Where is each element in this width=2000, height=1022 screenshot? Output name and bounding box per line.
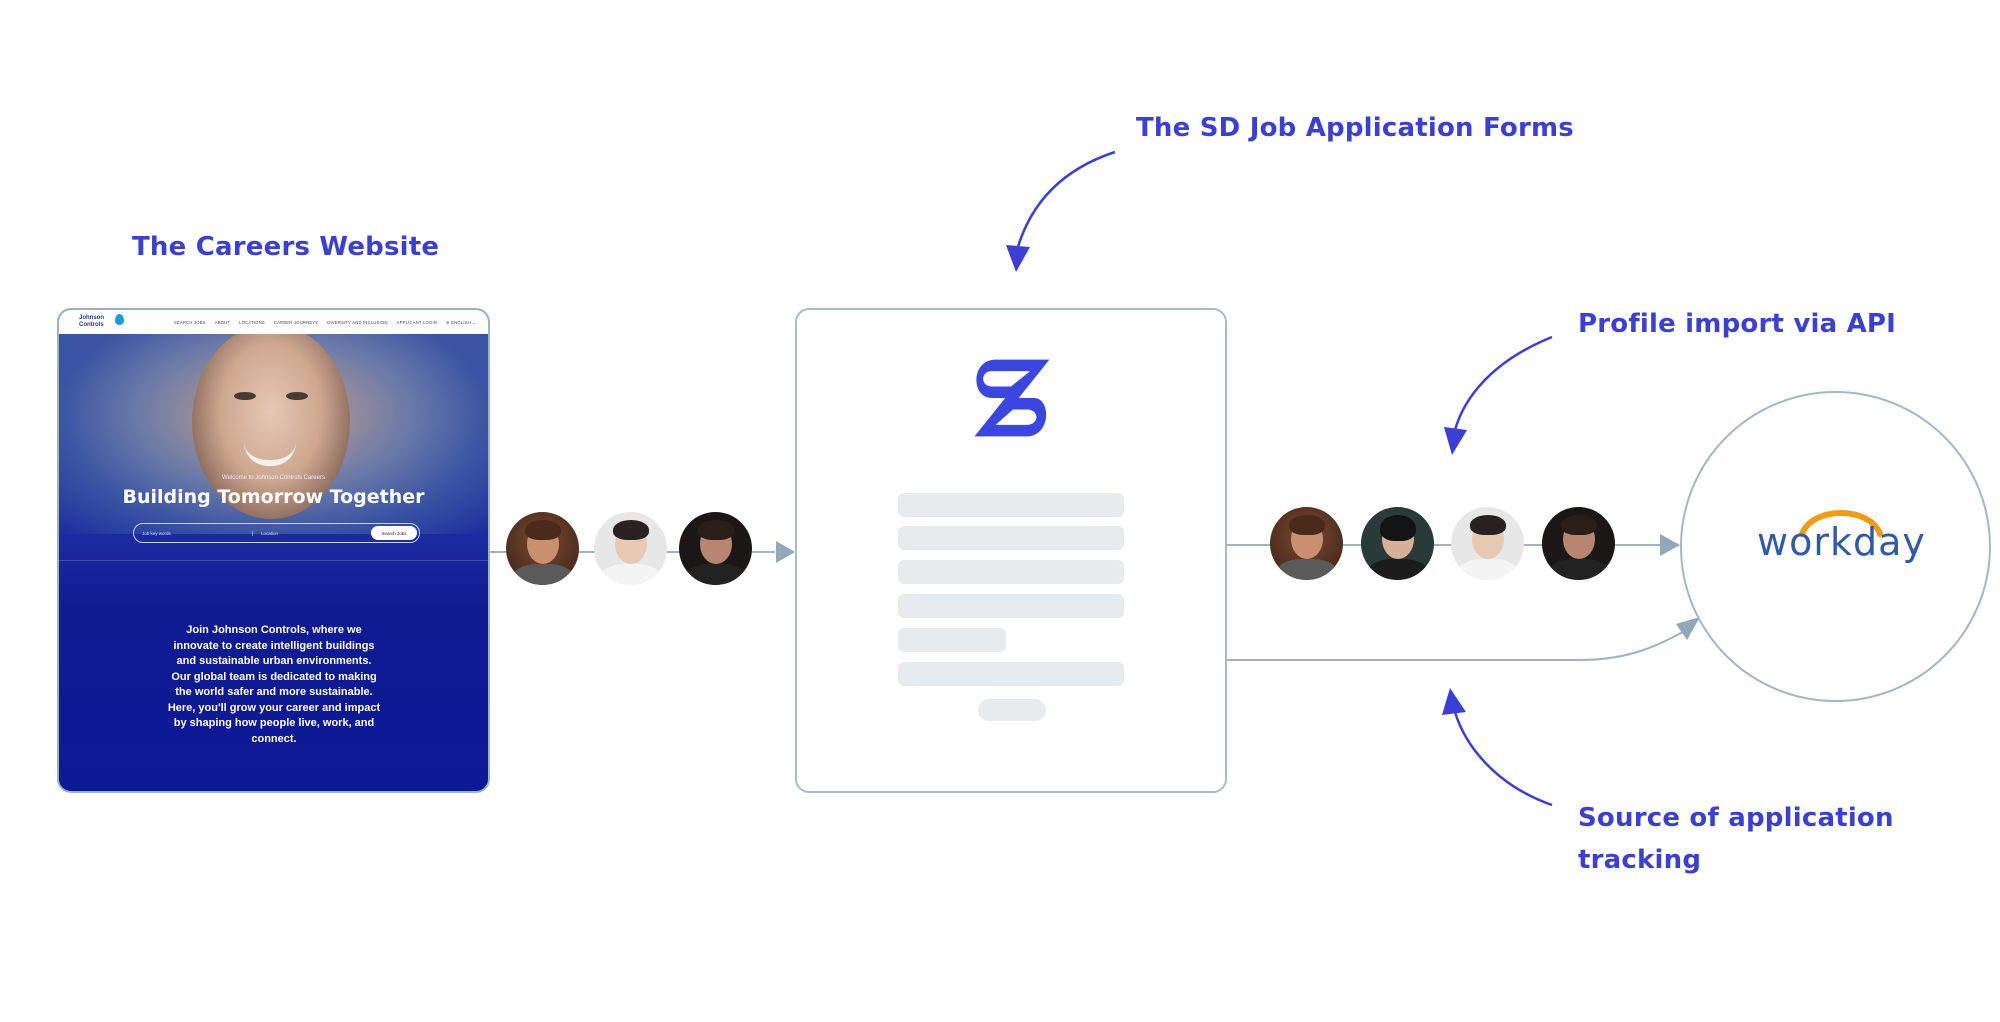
site-search-bar: Job key words Location Search Jobs <box>133 523 420 543</box>
hero-image <box>59 334 488 534</box>
keywords-input[interactable]: Job key words <box>134 530 253 536</box>
candidate-avatar-2 <box>594 512 667 585</box>
candidate-avatar-6 <box>1451 507 1524 580</box>
location-input[interactable]: Location <box>261 530 279 536</box>
nav-career-journeys[interactable]: CAREER JOURNEYS <box>273 319 319 325</box>
profile-import-label: Profile import via API <box>1578 309 1897 339</box>
tracking-arrowhead <box>1676 617 1700 640</box>
form-field-4[interactable] <box>898 594 1124 618</box>
form-field-1[interactable] <box>898 493 1124 517</box>
hero-headline: Building Tomorrow Together <box>122 486 425 508</box>
johnson-controls-logo: Johnson Controls <box>79 315 104 328</box>
nav-about[interactable]: ABOUT <box>214 319 231 325</box>
form-to-workday-arrowhead <box>1660 534 1680 556</box>
source-tracking-label-line2: tracking <box>1578 845 1702 875</box>
hero-portrait <box>192 334 350 519</box>
form-field-6[interactable] <box>898 662 1124 686</box>
careers-website-preview: Johnson Controls SEARCH JOBS ABOUT LOCAT… <box>57 308 490 793</box>
profile-import-pointer-curve <box>1453 335 1553 431</box>
candidate-avatar-7 <box>1542 507 1615 580</box>
form-field-2[interactable] <box>898 526 1124 550</box>
source-tracking-pointer-curve <box>1453 711 1553 807</box>
nav-search-jobs[interactable]: SEARCH JOBS <box>173 319 206 325</box>
sd-logo-icon <box>974 359 1050 437</box>
candidate-avatar-4 <box>1270 507 1343 580</box>
candidate-avatar-5 <box>1361 507 1434 580</box>
careers-website-label: The Careers Website <box>132 232 440 262</box>
site-to-form-arrowhead <box>776 541 795 563</box>
hero-welcome-text: Welcome to Johnson Controls Careers <box>222 475 325 481</box>
about-text: Join Johnson Controls, where we innovate… <box>167 624 381 745</box>
profile-import-pointer-head <box>1444 427 1467 455</box>
nav-language[interactable]: ⊕ ENGLISH ⌄ <box>446 319 476 325</box>
site-navbar: Johnson Controls SEARCH JOBS ABOUT LOCAT… <box>59 310 488 334</box>
site-nav-items: SEARCH JOBS ABOUT LOCATIONS CAREER JOURN… <box>174 320 476 325</box>
workday-node <box>1680 391 1991 702</box>
logo-drop-icon <box>115 313 124 325</box>
form-field-3[interactable] <box>898 560 1124 584</box>
sd-forms-label: The SD Job Application Forms <box>1136 113 1574 143</box>
workday-logo-text: workday <box>1757 520 1926 564</box>
source-tracking-label: Source of application tracking <box>1578 797 1894 881</box>
source-tracking-pointer-head <box>1442 688 1466 715</box>
candidate-avatar-1 <box>506 512 579 585</box>
search-jobs-button[interactable]: Search Jobs <box>371 526 417 540</box>
nav-locations[interactable]: LOCATIONS <box>239 319 265 325</box>
sd-application-form <box>795 308 1227 793</box>
candidate-avatar-3 <box>679 512 752 585</box>
sd-forms-pointer-curve <box>1015 150 1116 251</box>
workday-arc-icon <box>1799 510 1883 537</box>
form-submit-button[interactable] <box>978 699 1046 721</box>
sd-forms-pointer-head <box>1006 245 1030 272</box>
workday-registered-mark: ® <box>1911 547 1917 556</box>
source-tracking-label-line1: Source of application <box>1578 803 1894 833</box>
hero-divider <box>59 560 488 561</box>
form-field-5[interactable] <box>898 628 1006 652</box>
nav-diversity[interactable]: DIVERSITY AND INCLUSION <box>327 319 388 325</box>
tracking-connector <box>1224 627 1691 661</box>
nav-applicant-login[interactable]: APPLICANT LOGIN <box>396 319 438 325</box>
